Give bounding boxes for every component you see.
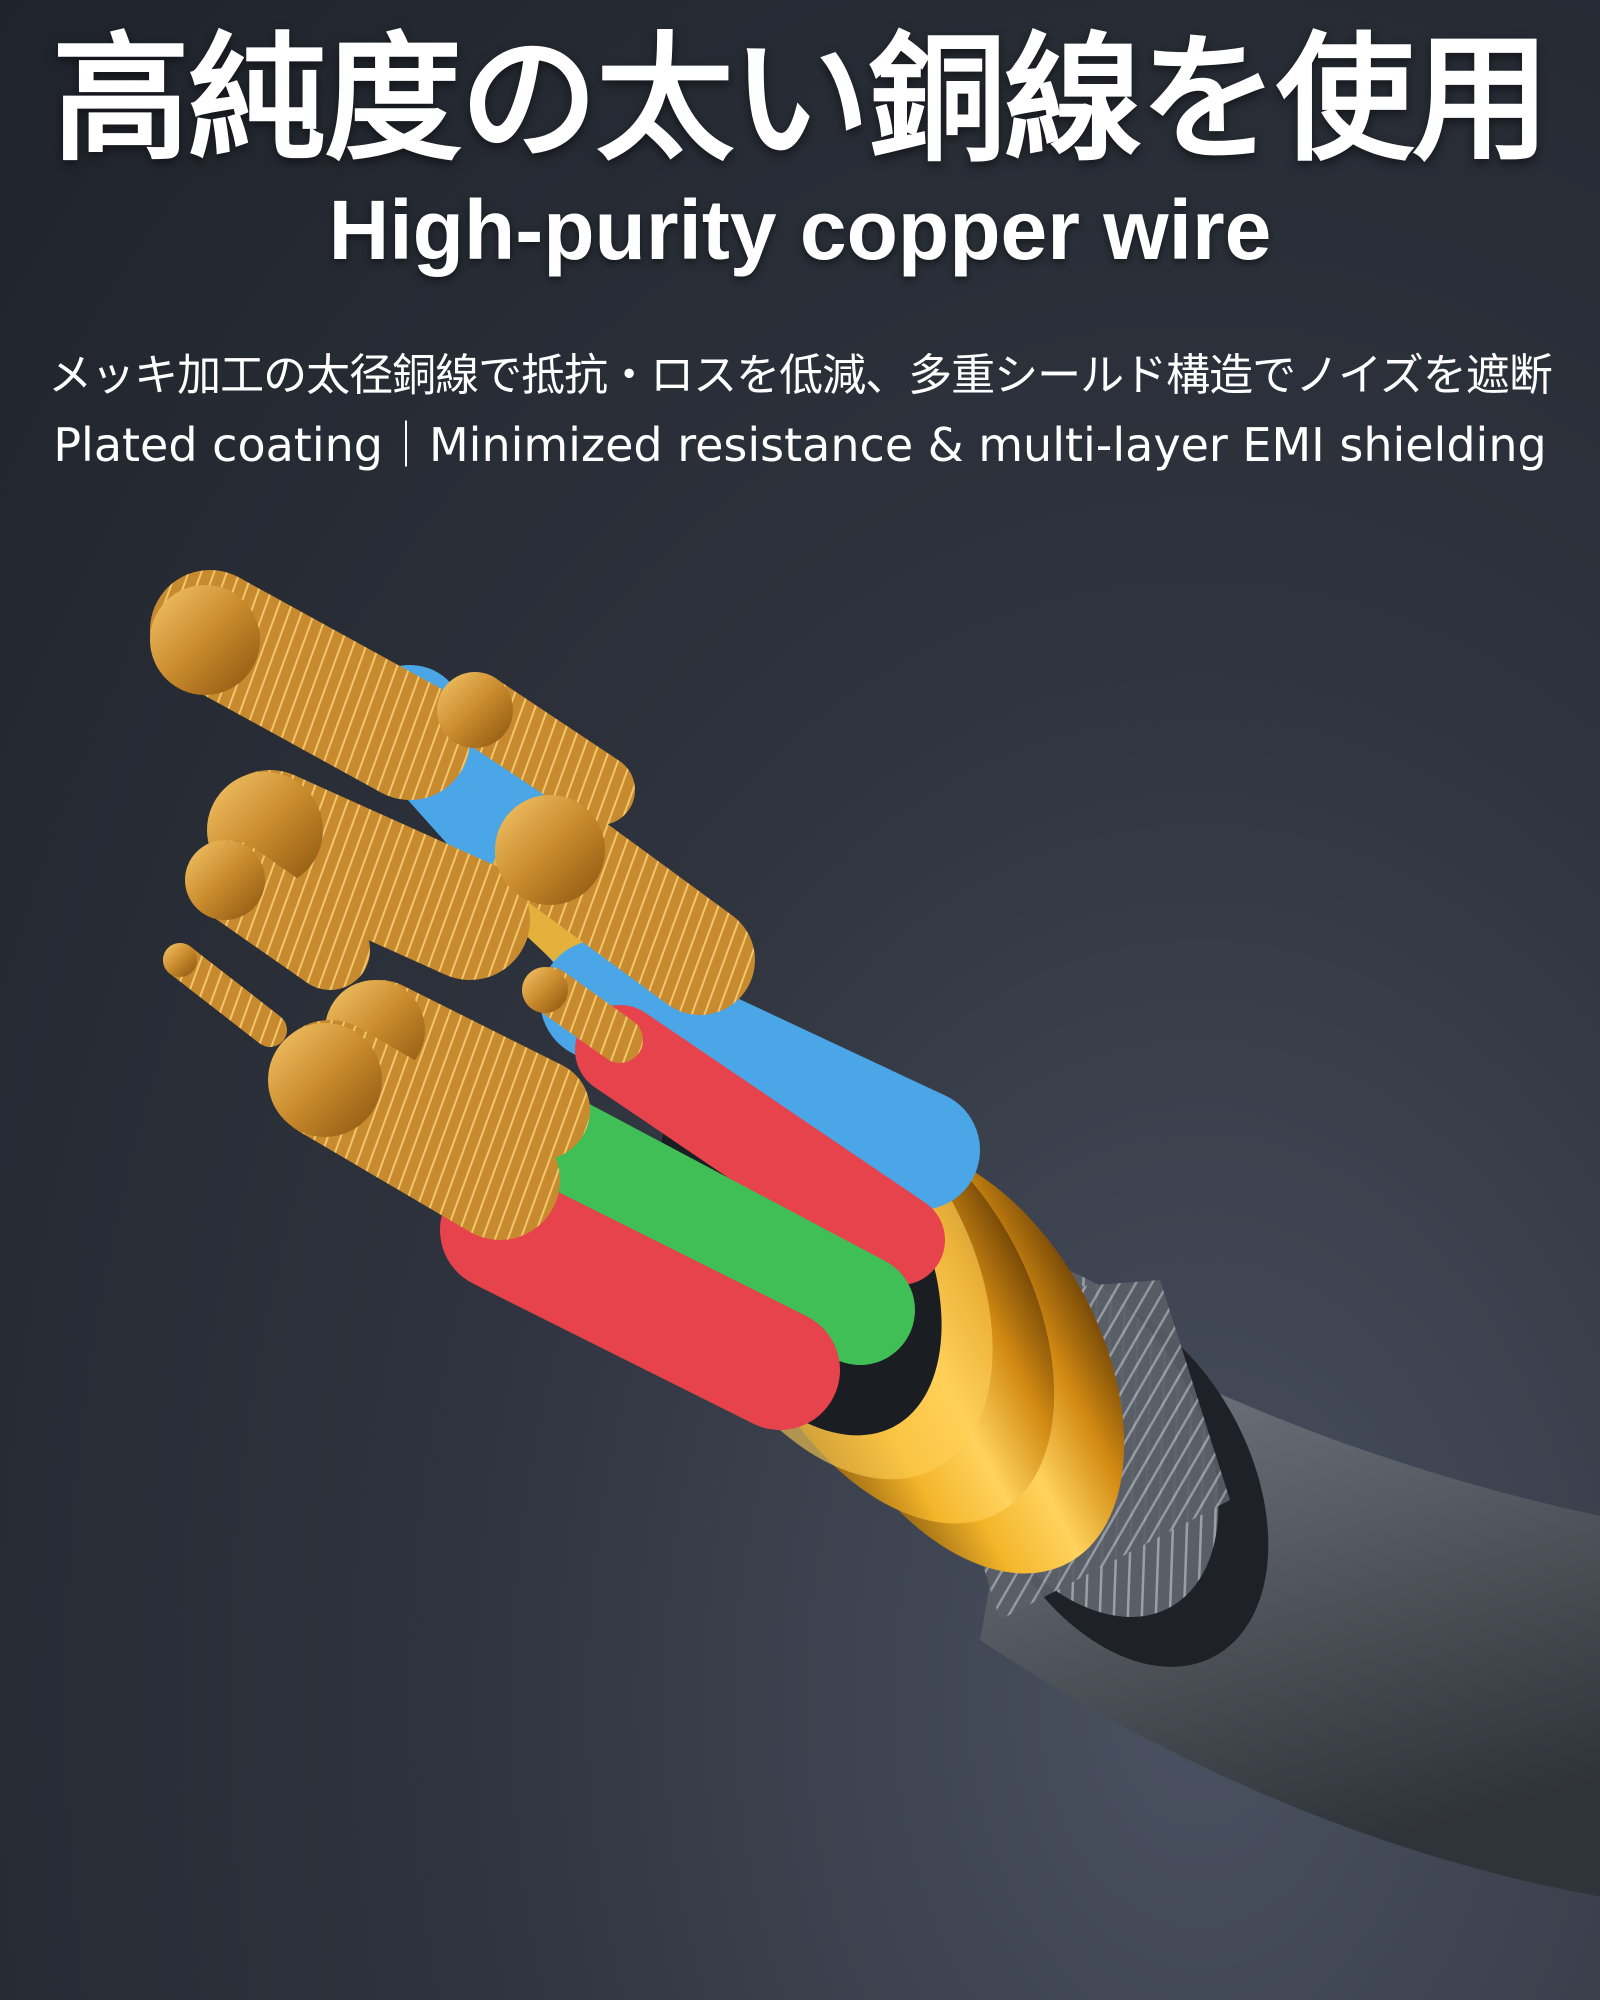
copper-strand-end [495,795,605,905]
copper-strand-end [163,943,197,977]
copper-conductors [150,570,755,1240]
copper-strand-end [150,585,260,695]
copper-strand-end [185,840,265,920]
headline-english: High-purity copper wire [328,183,1272,277]
wire-red-lower [440,1170,840,1430]
wire-green [485,1085,915,1365]
wire-red-upper [575,1005,945,1285]
description-japanese: メッキ加工の太径銅線で抵抗・ロスを低減、多重シールド構造でノイズを遮断 [48,350,1553,401]
headline-japanese: 高純度の太い銅線を使用 [51,19,1550,180]
copper-strand-end [522,967,568,1013]
copper-strand-end [268,1023,382,1137]
description-english: Plated coating｜Minimized resistance & mu… [53,418,1547,472]
copper-strand-end [437,672,513,748]
